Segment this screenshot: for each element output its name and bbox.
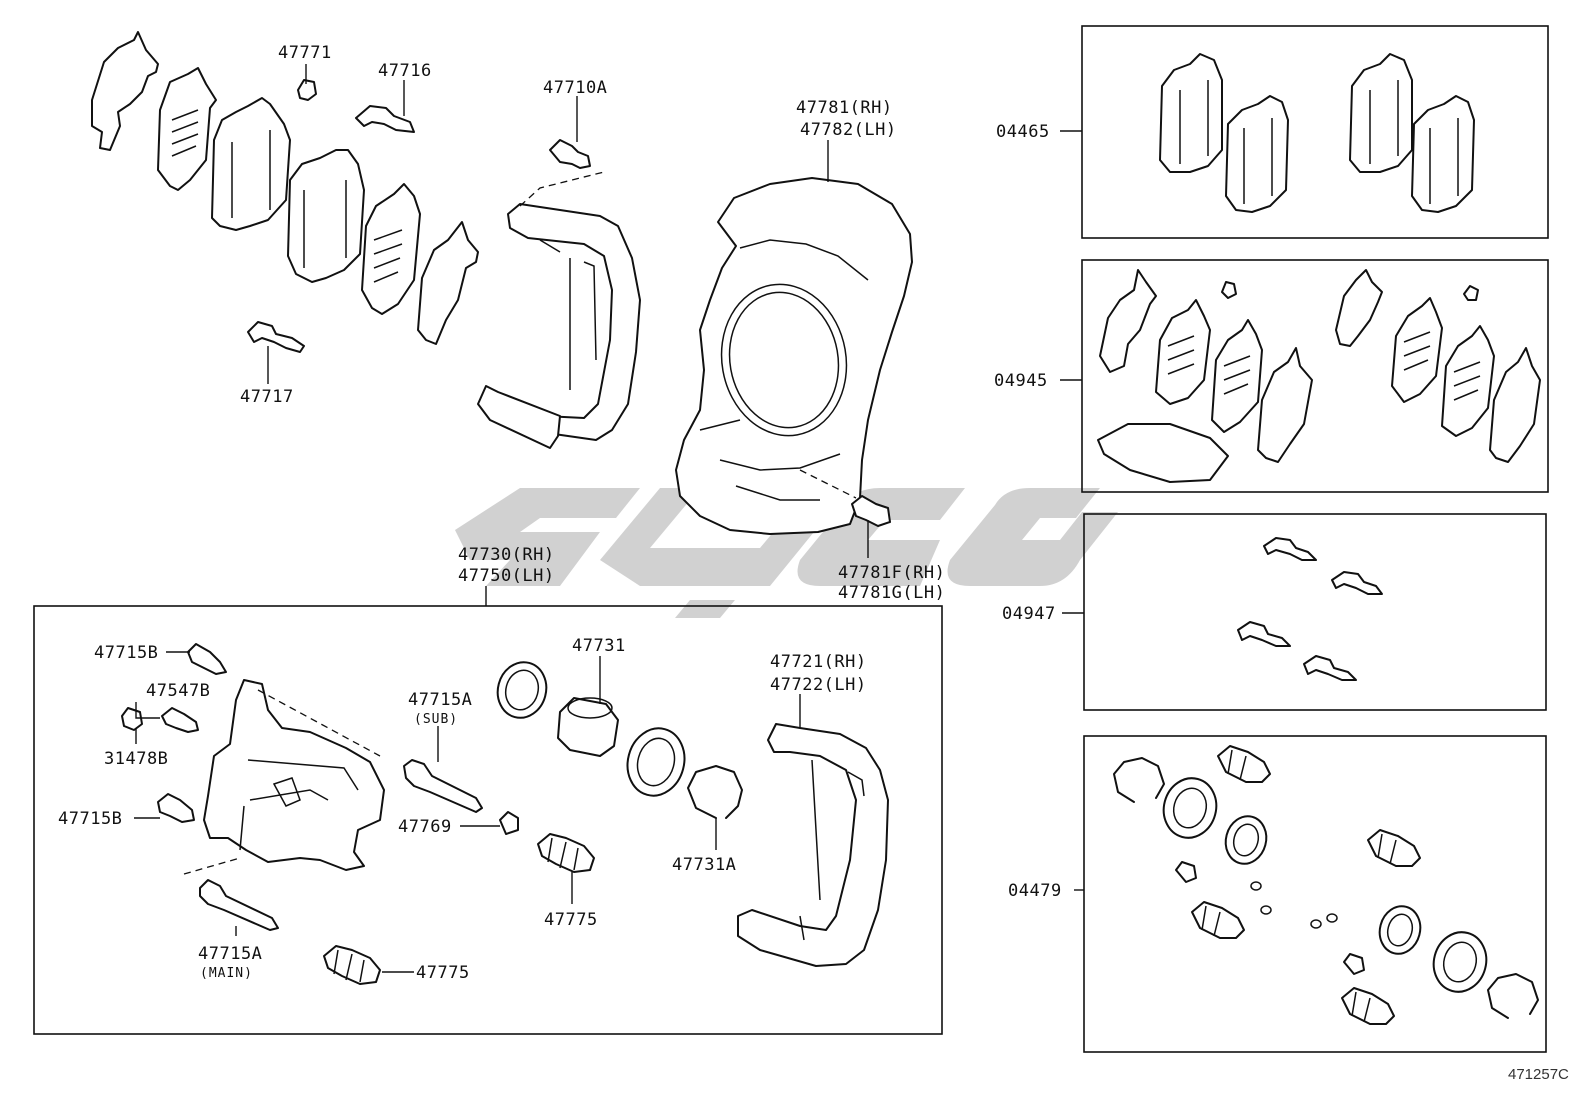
kit-label-04479: 04479 (1008, 881, 1062, 901)
outer-shim-2 (417, 221, 479, 345)
kit-box-04479 (1083, 735, 1547, 1053)
cap-31478B (121, 707, 143, 731)
callout-47717: 47717 (240, 387, 294, 407)
callout-47715A-sub-note: (SUB) (414, 712, 458, 727)
piston-seal-ring (496, 661, 548, 719)
piston-47731 (557, 697, 619, 757)
callout-47771: 47771 (278, 43, 332, 63)
pad-wear-indicator-47771 (297, 79, 317, 101)
callout-47715B-bottom: 47715B (58, 809, 122, 829)
kit-box-04945 (1081, 259, 1549, 493)
disc-dust-cover (675, 177, 913, 535)
callout-47750-lh: 47750(LH) (458, 566, 555, 586)
callout-47715A-sub: 47715A (408, 690, 472, 710)
bleeder-screw-47547B (161, 707, 199, 733)
torque-plate-bracket (477, 171, 641, 449)
kit-label-04947: 04947 (1002, 604, 1056, 624)
bushing-47769 (499, 811, 519, 835)
callout-47715B-top: 47715B (94, 643, 158, 663)
callout-47722-lh: 47722(LH) (770, 675, 867, 695)
callout-47730-rh: 47730(RH) (458, 545, 555, 565)
callout-47731A: 47731A (672, 855, 736, 875)
slide-pin-47715A-main (199, 879, 279, 931)
callout-47781-rh: 47781(RH) (796, 98, 893, 118)
caliper-body (203, 679, 385, 871)
kit-04465-pads (1159, 53, 1475, 213)
callout-47710A: 47710A (543, 78, 607, 98)
kit-label-04945: 04945 (994, 371, 1048, 391)
kit-box-04465 (1081, 25, 1549, 239)
cylinder-boot-47775-bottom (323, 945, 381, 985)
bolt-47781F (851, 495, 891, 527)
callout-47721-rh: 47721(RH) (770, 652, 867, 672)
pad-support-plate-47717 (247, 321, 305, 353)
callout-47716: 47716 (378, 61, 432, 81)
kit-04947-plates (1237, 537, 1383, 681)
kit-04479-seals (1113, 745, 1539, 1025)
callout-47547B: 47547B (146, 681, 210, 701)
bolt-47710A (549, 139, 591, 169)
callout-47731: 47731 (572, 636, 626, 656)
outer-anti-squeal-shim (91, 31, 159, 151)
callout-47775-bottom: 47775 (416, 963, 470, 983)
callout-47782-lh: 47782(LH) (800, 120, 897, 140)
figure-reference: 471257C (1508, 1066, 1569, 1083)
inner-shim-2 (361, 183, 421, 315)
kit-04945-shims (1097, 269, 1541, 483)
inner-anti-squeal-shim (157, 67, 217, 191)
leader-lines (134, 64, 1084, 973)
cylinder-boot-47775-mid (537, 833, 595, 873)
callout-47769: 47769 (398, 817, 452, 837)
kit-box-04947 (1083, 513, 1547, 711)
callout-47715A-main-note: (MAIN) (200, 966, 253, 981)
caliper-mounting-bracket-47721 (737, 723, 889, 967)
callout-31478B: 31478B (104, 749, 168, 769)
brake-pad-outer (211, 97, 291, 231)
callout-47715A-main: 47715A (198, 944, 262, 964)
brake-pad-inner (287, 149, 365, 283)
kit-label-04465: 04465 (996, 122, 1050, 142)
caliper-assembly-box (33, 605, 943, 1035)
callout-labels: 47771 47716 47710A 47781(RH) 47782(LH) 4… (58, 43, 1569, 1083)
bolt-47715B-bottom (157, 793, 195, 823)
callout-47781F-rh: 47781F(RH) (838, 563, 945, 583)
bleeder-plug-47715B-top (187, 643, 227, 675)
slide-pin-47715A-sub (403, 759, 483, 813)
piston-boot (626, 727, 686, 797)
set-ring-47731A (687, 765, 743, 819)
callout-47781G-lh: 47781G(LH) (838, 583, 945, 603)
pad-support-plate-47716 (355, 105, 415, 133)
callout-47775-mid: 47775 (544, 910, 598, 930)
caliper-guide-dash-lower (183, 857, 241, 875)
